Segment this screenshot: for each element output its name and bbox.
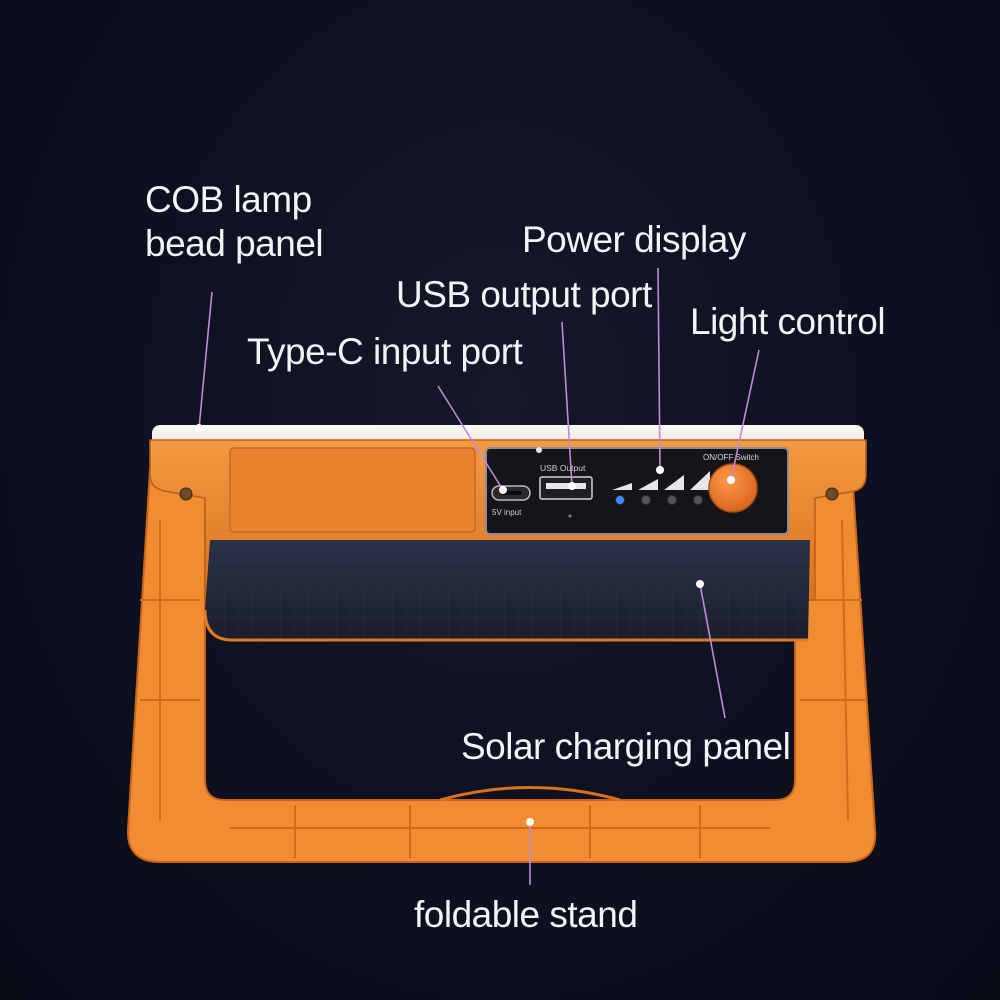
- power-display-leds: [615, 495, 703, 505]
- power-level-bar: [690, 471, 710, 490]
- power-level-bar: [664, 475, 684, 490]
- marker-dot: [526, 818, 534, 826]
- marker-dot: [727, 476, 735, 484]
- marker-dot: [656, 466, 664, 474]
- power-led-off: [693, 495, 703, 505]
- callout-cob-line2: bead panel: [145, 223, 324, 265]
- leader-light: [730, 349, 760, 481]
- screw-icon: [179, 487, 193, 501]
- leader-cob: [198, 291, 213, 429]
- callout-cob-panel: COB lamp bead panel: [145, 178, 324, 267]
- switch-label: ON/OFF Switch: [703, 453, 759, 462]
- leader-lines: [198, 267, 760, 885]
- leader-solar: [699, 583, 726, 719]
- leader-usb: [561, 321, 573, 487]
- screw-icon: [825, 487, 839, 501]
- leader-typec: [437, 385, 504, 491]
- callout-solar-panel: Solar charging panel: [461, 726, 791, 767]
- marker-dot: [499, 486, 507, 494]
- callout-type-c-input: Type-C input port: [247, 331, 523, 372]
- power-led-off: [667, 495, 677, 505]
- control-panel: 5V input USB Output ON/OFF Switch: [485, 447, 789, 535]
- marker-dot: [195, 424, 203, 432]
- callout-usb-output: USB output port: [396, 274, 652, 315]
- power-led-off: [641, 495, 651, 505]
- power-level-bar: [612, 483, 632, 490]
- input-label: 5V input: [492, 508, 522, 517]
- callout-foldable-stand: foldable stand: [414, 894, 638, 935]
- callout-light-control: Light control: [690, 301, 886, 342]
- marker-dot: [568, 482, 576, 490]
- solar-charging-panel: [203, 540, 810, 642]
- power-display-bars: [612, 471, 710, 490]
- marker-dot: [696, 580, 704, 588]
- light-control-button[interactable]: [708, 463, 758, 513]
- leader-power: [657, 267, 661, 471]
- power-level-bar: [638, 479, 658, 490]
- usb-output-label: USB Output: [540, 463, 586, 473]
- leader-dots: [195, 424, 735, 826]
- callout-cob-line1: COB lamp: [145, 179, 312, 220]
- callout-power-display: Power display: [522, 219, 746, 260]
- power-led-on: [615, 495, 625, 505]
